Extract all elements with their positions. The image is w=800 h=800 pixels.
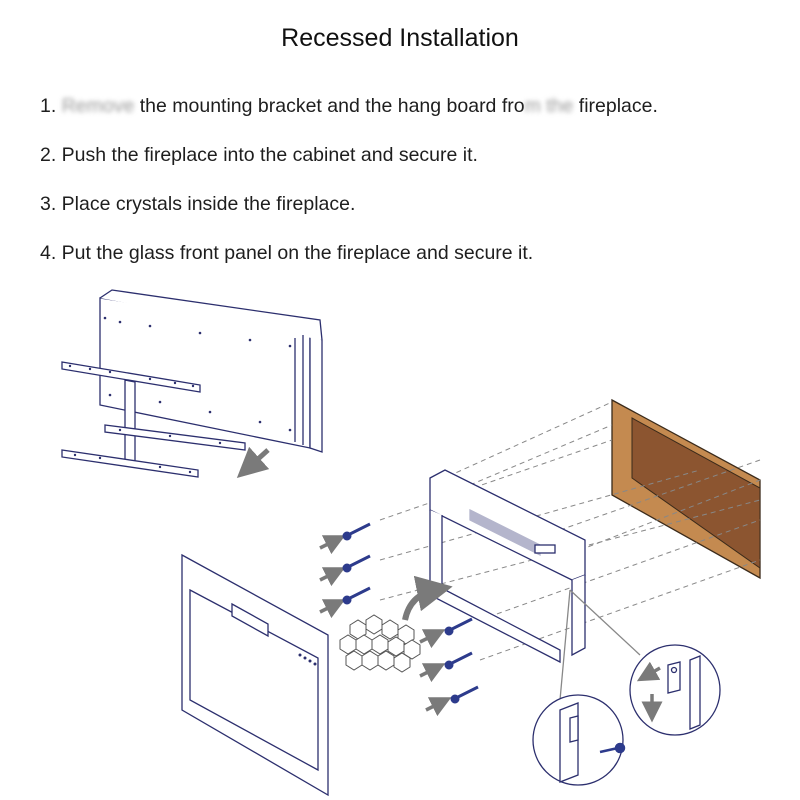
fireplace-frame [429,469,586,664]
remove-arrow-icon [236,446,270,479]
step-4: 4. Put the glass front panel on the fire… [40,242,534,264]
screws-right [419,617,479,717]
step-1-obscured-word: Remove [61,95,135,117]
cabinet [611,398,761,580]
step-1-text: the mounting bracket and the hang board … [134,95,525,117]
insert-arrow-icon [419,663,446,683]
place-crystals-arrow-icon [402,575,453,621]
instruction-list: 1. Remove the mounting bracket and the h… [40,94,780,290]
bracket-detail-callout [532,589,721,786]
step-2: 2. Push the fireplace into the cabinet a… [40,144,478,166]
glass-front-panel [181,553,329,797]
screw-icon [347,554,371,569]
screws-left [319,522,371,619]
step-1-number: 1. [40,95,62,117]
crystals [339,614,421,673]
detail-arrows [636,661,663,723]
insert-arrow-icon [319,567,346,587]
insert-arrow-icon [419,629,446,649]
screw-icon [449,617,473,632]
screw-icon [449,651,473,666]
insert-arrow-icon [319,599,346,619]
insert-arrow-icon [425,697,452,717]
screw-icon [347,522,371,537]
installation-diagram [61,289,761,797]
detail-screw-icon [599,742,626,754]
slide-arrow-icon [636,661,661,682]
fireplace-back-view [99,289,323,453]
insert-arrow-icon [319,535,346,555]
screw-icon [347,586,371,601]
step-3: 3. Place crystals inside the fireplace. [40,193,356,215]
step-1-text-end: fireplace. [573,95,658,117]
page-title: Recessed Installation [281,24,519,52]
screw-icon [455,685,479,700]
step-1: 1. Remove the mounting bracket and the h… [40,94,780,118]
step-1-obscured-word-2: m the [524,95,574,117]
mounting-bracket [61,361,246,478]
